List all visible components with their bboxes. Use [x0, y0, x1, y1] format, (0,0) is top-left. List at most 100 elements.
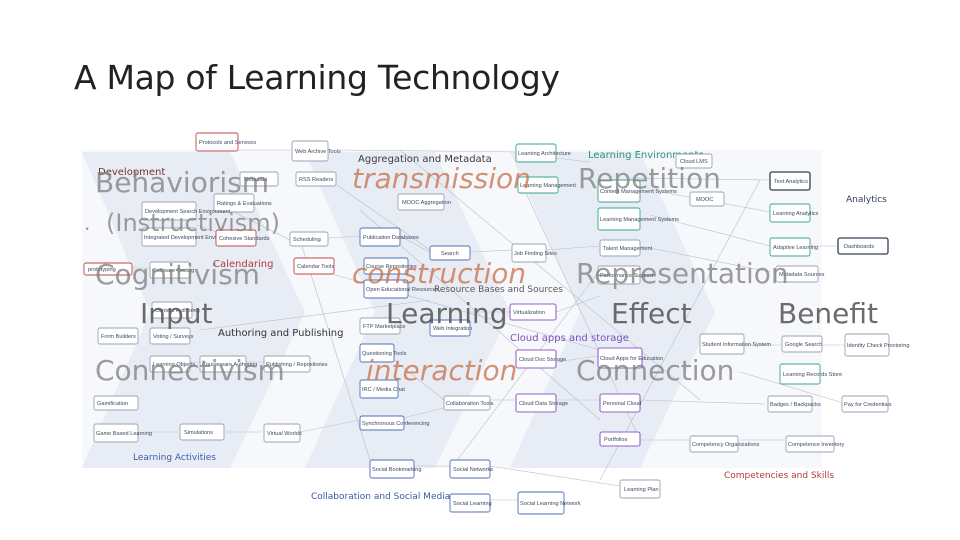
section-resource-bases: Resource Bases and Sources — [434, 285, 563, 295]
svg-text:Courseware Authoring: Courseware Authoring — [202, 362, 257, 368]
node-learning-plan: Learning Plan — [619, 479, 661, 499]
svg-text:Job Finding Sites: Job Finding Sites — [514, 251, 557, 257]
node-virtualization: Virtualization — [509, 303, 557, 321]
node-web-integration: Web Integration — [429, 319, 472, 337]
node-social-learning: Social Learning — [449, 493, 492, 513]
svg-text:Pay for Credentials: Pay for Credentials — [844, 402, 892, 408]
svg-text:Web Integration: Web Integration — [433, 326, 472, 332]
svg-text:Personal Cloud: Personal Cloud — [603, 401, 641, 407]
node-open-educational: Open Educational Resources — [363, 279, 439, 299]
svg-text:Integrated Development Environ: Integrated Development Environment — [144, 235, 237, 241]
svg-text:Learning Plan: Learning Plan — [624, 487, 659, 493]
node-dev-search: Development Search Environment — [141, 201, 231, 221]
svg-text:Scheduling: Scheduling — [293, 237, 321, 243]
section-collaboration: Collaboration and Social Media — [311, 492, 450, 502]
overlay-bullet: . — [84, 211, 90, 235]
node-voting-surveys: Voting / Surveys — [149, 327, 194, 345]
overlay-repetition: Repetition — [578, 162, 721, 195]
node-identity-check: Identity Check Proctoring — [844, 333, 910, 357]
svg-text:Virtual Worlds: Virtual Worlds — [267, 431, 302, 437]
overlay-cognitivism: Cognitivism — [95, 258, 260, 291]
node-cohesive-standards: Cohesive Standards — [215, 229, 270, 247]
section-aggregation: Aggregation and Metadata — [358, 154, 492, 165]
node-calendar-tools: Calendar Tools — [293, 257, 335, 275]
overlay-behaviorism: Behaviorism — [95, 166, 269, 199]
node-collab-tools: Collaboration Tools — [443, 395, 494, 411]
svg-text:Collaboration Tools: Collaboration Tools — [446, 401, 494, 407]
overlay-input: Input — [140, 297, 213, 330]
node-google-search: Google Search — [781, 335, 823, 353]
svg-text:Learning Analytics: Learning Analytics — [773, 211, 819, 217]
svg-text:Cloud Apps for Education: Cloud Apps for Education — [600, 356, 663, 362]
svg-text:Competency Organizations: Competency Organizations — [692, 442, 760, 448]
svg-text:Social Learning Network: Social Learning Network — [520, 501, 581, 507]
svg-text:Talent Management: Talent Management — [603, 246, 653, 252]
node-learning-objects: Learning Objects — [149, 355, 195, 373]
svg-text:RSS Readers: RSS Readers — [299, 177, 333, 183]
node-virtual-worlds: Virtual Worlds — [263, 423, 302, 443]
node-rss-readers: RSS Readers — [295, 171, 337, 187]
node-irc-chat: IRC / Media Chat — [359, 379, 405, 399]
node-comp-orgs: Competency Organizations — [689, 435, 760, 453]
node-web-archive: Web Archive Tools — [291, 140, 341, 162]
overlay-connection: Connection — [576, 354, 734, 387]
node-job-finding: Job Finding Sites — [511, 243, 557, 263]
svg-text:Course Repositories: Course Repositories — [366, 264, 417, 270]
node-cloud-lms: Cloud LMS — [675, 153, 713, 169]
chevron-2 — [305, 152, 510, 468]
svg-text:Adaptive Learning: Adaptive Learning — [773, 245, 818, 251]
node-synchronous: Synchronous Conferencing — [359, 415, 429, 431]
node-protocols: Protocols and Services — [195, 132, 256, 152]
svg-text:Cloud Data Storage: Cloud Data Storage — [519, 401, 568, 407]
node-badges: Badges / Backpacks — [767, 395, 821, 413]
node-learning-architecture: Learning Architecture — [515, 143, 571, 163]
svg-text:Synchronous Conferencing: Synchronous Conferencing — [362, 421, 429, 427]
node-mooc-side: MOOC — [689, 191, 725, 207]
svg-text:Cloud Doc Storage: Cloud Doc Storage — [519, 357, 566, 363]
overlay-effect: Effect — [611, 297, 692, 330]
svg-text:Student Information System: Student Information System — [702, 342, 771, 348]
svg-text:Publishing / Repositories: Publishing / Repositories — [266, 362, 328, 368]
svg-text:Open Educational Resources: Open Educational Resources — [366, 287, 439, 293]
node-ratings: Ratings & Evaluations — [213, 193, 272, 213]
svg-text:Questioning Tools: Questioning Tools — [362, 351, 407, 357]
node-performance-support: Performance Support — [597, 265, 654, 285]
node-prototyping: prototyping — [83, 262, 133, 276]
section-headings: Development Aggregation and Metadata Cal… — [98, 150, 887, 502]
svg-text:Social Bookmarking: Social Bookmarking — [372, 467, 421, 473]
node-talent-mgmt: Talent Management — [599, 239, 653, 257]
svg-text:Google Search: Google Search — [785, 342, 822, 348]
svg-text:Competence Inventory: Competence Inventory — [788, 442, 844, 448]
svg-text:Voting / Surveys: Voting / Surveys — [153, 334, 194, 340]
svg-text:Learning Management Systems: Learning Management Systems — [600, 217, 679, 223]
node-learning-analytics: Learning Analytics — [769, 203, 819, 223]
svg-text:Badges / Backpacks: Badges / Backpacks — [770, 402, 821, 408]
node-search: Search — [429, 245, 471, 261]
chevron-arrows — [82, 152, 715, 468]
svg-text:Content Authoring: Content Authoring — [155, 308, 200, 314]
svg-text:Development Search Environment: Development Search Environment — [145, 209, 231, 215]
svg-text:Protocols and Services: Protocols and Services — [199, 140, 256, 146]
node-learning-records: Learning Records Store — [779, 363, 842, 385]
svg-text:Cloud LMS: Cloud LMS — [680, 159, 708, 165]
overlay-connectivism: Connectivism — [95, 354, 285, 387]
svg-text:Cohesive Standards: Cohesive Standards — [219, 236, 270, 242]
node-simulations: Simulations — [179, 423, 225, 441]
node-comp-inventory: Competence Inventory — [785, 435, 844, 453]
node-software-testing: Software Testing — [149, 261, 194, 279]
svg-text:Calendar Tools: Calendar Tools — [297, 264, 334, 270]
svg-text:Learning Objects: Learning Objects — [153, 362, 195, 368]
slide-title: A Map of Learning Technology — [74, 58, 560, 97]
overlay-construction: construction — [352, 257, 526, 290]
svg-text:Learning Records Store: Learning Records Store — [783, 372, 842, 378]
node-dashboards: Dashboards — [837, 237, 889, 255]
node-lms: Learning Management Systems — [597, 207, 679, 231]
svg-text:FTP Marketplace: FTP Marketplace — [363, 324, 406, 330]
section-learning-environments: Learning Environments — [588, 150, 704, 161]
svg-text:prototyping: prototyping — [88, 267, 116, 273]
node-test-analytics: Test Analytics — [769, 171, 811, 191]
section-analytics: Analytics — [846, 195, 887, 205]
section-authoring: Authoring and Publishing — [218, 328, 343, 339]
node-mooc: MOOC Aggregation — [397, 193, 451, 211]
node-cloud-doc: Cloud Doc Storage — [515, 349, 566, 369]
